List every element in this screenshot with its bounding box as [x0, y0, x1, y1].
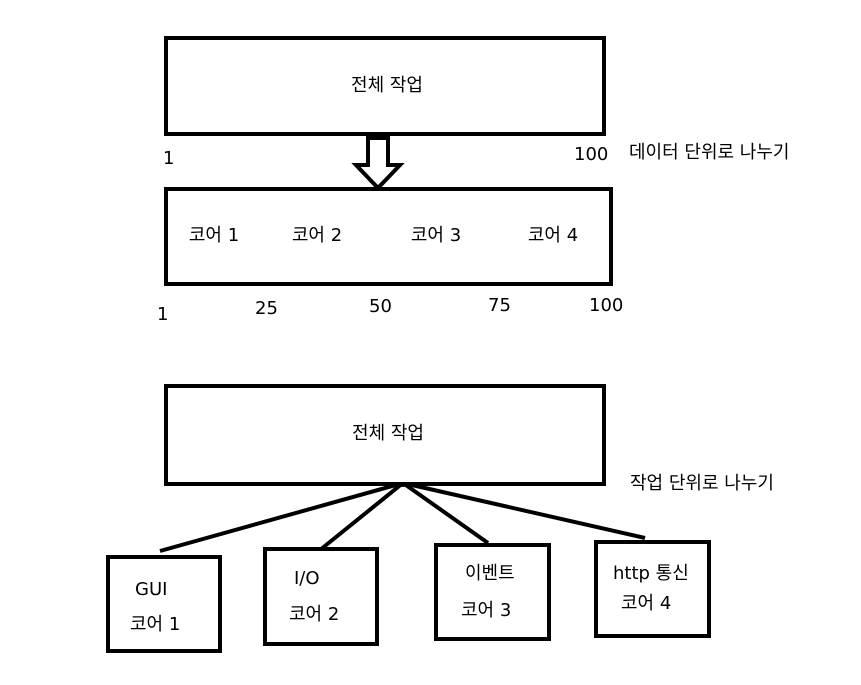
- core-cell-label-1: 코어 1: [188, 225, 240, 246]
- worker-core-label-2: 코어 2: [289, 604, 340, 625]
- connector-gui: [159, 481, 404, 553]
- worker-task-label-event: 이벤트: [465, 563, 515, 584]
- connector-http: [402, 481, 646, 540]
- connector-event: [401, 481, 490, 545]
- data-split-method-label: 데이터 단위로 나누기: [629, 142, 790, 163]
- whole-task-box-bottom: [164, 384, 606, 486]
- range-end-label: 100: [574, 144, 609, 165]
- split-arrow-icon: [351, 136, 405, 191]
- worker-task-label-http: http 통신: [613, 563, 689, 584]
- worker-box-http: [594, 540, 711, 638]
- core-cell-label-3: 코어 3: [410, 225, 462, 246]
- worker-box-event: [434, 543, 551, 641]
- tick-label-1: 1: [157, 304, 169, 325]
- worker-core-label-4: 코어 4: [621, 593, 672, 614]
- worker-task-label-io: I/O: [294, 568, 320, 589]
- worker-core-label-1: 코어 1: [130, 614, 181, 635]
- worker-task-label-gui: GUI: [135, 579, 168, 600]
- tick-label-75: 75: [488, 295, 511, 316]
- whole-task-label-bottom: 전체 작업: [352, 423, 424, 444]
- tick-label-100: 100: [589, 295, 624, 316]
- core-cell-label-4: 코어 4: [527, 225, 579, 246]
- task-split-method-label: 작업 단위로 나누기: [630, 473, 774, 494]
- tick-label-50: 50: [369, 296, 392, 317]
- core-cell-label-2: 코어 2: [291, 225, 343, 246]
- worker-core-label-3: 코어 3: [461, 600, 512, 621]
- tick-label-25: 25: [255, 298, 278, 319]
- worker-box-gui: [106, 555, 222, 653]
- connector-io: [313, 481, 405, 556]
- cores-strip: [164, 187, 613, 286]
- whole-task-label-top: 전체 작업: [351, 75, 423, 96]
- worker-box-io: [263, 547, 379, 646]
- whole-task-box-top: [164, 36, 606, 136]
- range-start-label: 1: [163, 148, 175, 169]
